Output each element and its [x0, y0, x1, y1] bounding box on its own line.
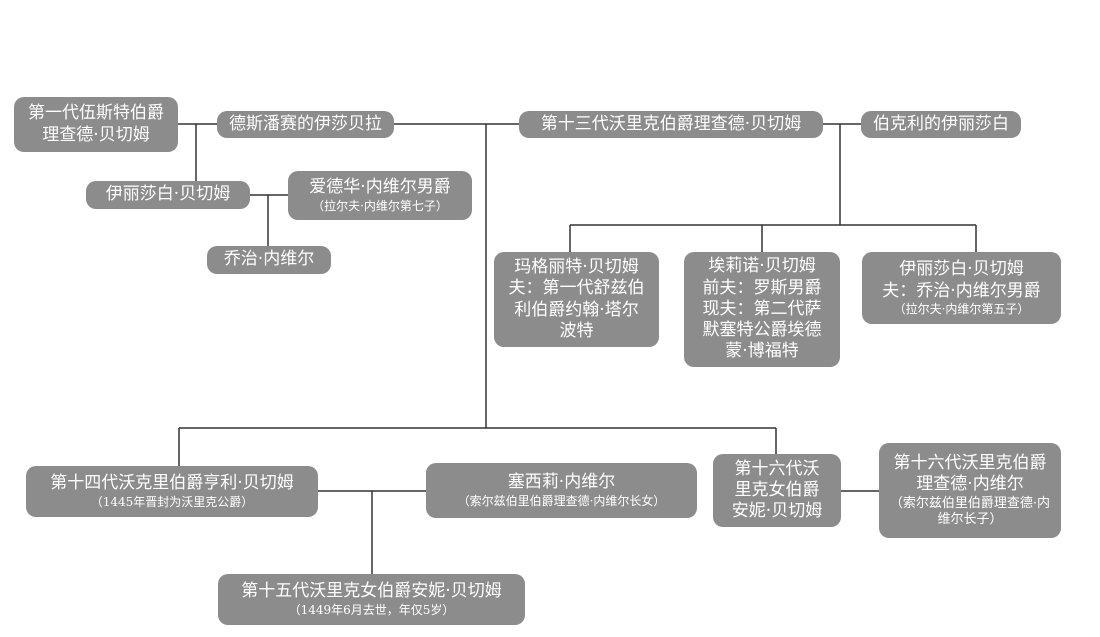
node-elizabeth-beauchamp-2: 伊丽莎白·贝切姆 夫：乔治·内维尔男爵 （拉尔夫·内维尔第五子）	[862, 252, 1061, 324]
node-name: 第一代伍斯特伯爵	[28, 103, 164, 124]
node-note: （1445年晋封为沃里克公爵）	[90, 494, 254, 509]
node-henry-14: 第十四代沃克里伯爵亨利·贝切姆 （1445年晋封为沃里克公爵）	[26, 466, 318, 517]
node-name: 爱德华·内维尔男爵	[309, 177, 451, 198]
node-line: 波特	[559, 320, 594, 341]
node-margaret: 玛格丽特·贝切姆 夫：第一代舒兹伯 利伯爵约翰·塔尔 波特	[494, 252, 659, 347]
node-richard-13: 第十三代沃里克伯爵理查德·贝切姆	[519, 111, 823, 138]
node-name: 伯克利的伊丽莎白	[873, 113, 1009, 134]
node-name: 第十四代沃克里伯爵亨利·贝切姆	[50, 473, 294, 494]
node-name: 里克女伯爵	[734, 479, 820, 500]
node-richard-worcester: 第一代伍斯特伯爵 理查德·贝切姆	[14, 97, 178, 152]
node-note: （拉尔夫·内维尔第五子）	[893, 301, 1030, 316]
node-george-neville: 乔治·内维尔	[207, 246, 331, 274]
node-name: 伊丽莎白·贝切姆	[105, 184, 231, 205]
node-line: 现夫：第二代萨	[702, 298, 822, 319]
node-line: 夫：乔治·内维尔男爵	[882, 280, 1041, 301]
node-edward-neville: 爱德华·内维尔男爵 （拉尔夫·内维尔第七子）	[288, 171, 472, 220]
node-line: 夫：第一代舒兹伯	[508, 278, 645, 299]
node-line: 默塞特公爵埃德	[702, 320, 822, 341]
node-name: 伊丽莎白·贝切姆	[899, 259, 1024, 280]
node-name: 理查德·内维尔	[916, 474, 1024, 495]
node-note: （索尔兹伯里伯爵理查德·内维尔长女）	[457, 493, 666, 508]
node-name: 第十六代沃	[734, 458, 820, 479]
node-name: 乔治·内维尔	[223, 249, 315, 270]
node-name: 第十三代沃里克伯爵理查德·贝切姆	[540, 113, 802, 134]
node-elizabeth-berkeley: 伯克利的伊丽莎白	[861, 111, 1021, 138]
node-name: 理查德·贝切姆	[42, 124, 150, 145]
node-name: 第十五代沃里克女伯爵安妮·贝切姆	[241, 581, 502, 602]
node-line: 蒙·博福特	[725, 341, 799, 362]
node-line: 利伯爵约翰·塔尔	[514, 299, 639, 320]
node-anne-15: 第十五代沃里克女伯爵安妮·贝切姆 （1449年6月去世，年仅5岁）	[218, 574, 525, 625]
node-line: 前夫：罗斯男爵	[702, 277, 822, 298]
node-name: 塞西莉·内维尔	[507, 472, 616, 493]
node-elizabeth-beauchamp-1: 伊丽莎白·贝切姆	[86, 181, 250, 209]
node-note: （1449年6月去世，年仅5岁）	[288, 602, 455, 617]
node-richard-16: 第十六代沃里克伯爵 理查德·内维尔 （索尔兹伯里伯爵理查德·内维尔长子）	[879, 443, 1061, 538]
node-cecily: 塞西莉·内维尔 （索尔兹伯里伯爵理查德·内维尔长女）	[426, 463, 697, 518]
node-name: 德斯潘赛的伊莎贝拉	[229, 113, 382, 134]
node-name: 玛格丽特·贝切姆	[514, 257, 639, 277]
node-anne-16: 第十六代沃 里克女伯爵 安妮·贝切姆	[713, 454, 841, 527]
node-isabella: 德斯潘赛的伊莎贝拉	[217, 111, 394, 138]
node-note: （拉尔夫·内维尔第七子）	[312, 198, 448, 213]
node-name: 安妮·贝切姆	[731, 501, 823, 522]
node-note: （索尔兹伯里伯爵理查德·内维尔长子）	[889, 495, 1051, 527]
node-name: 埃莉诺·贝切姆	[708, 256, 816, 277]
node-eleanor: 埃莉诺·贝切姆 前夫：罗斯男爵 现夫：第二代萨 默塞特公爵埃德 蒙·博福特	[684, 252, 840, 367]
node-name: 第十六代沃里克伯爵	[893, 453, 1047, 473]
